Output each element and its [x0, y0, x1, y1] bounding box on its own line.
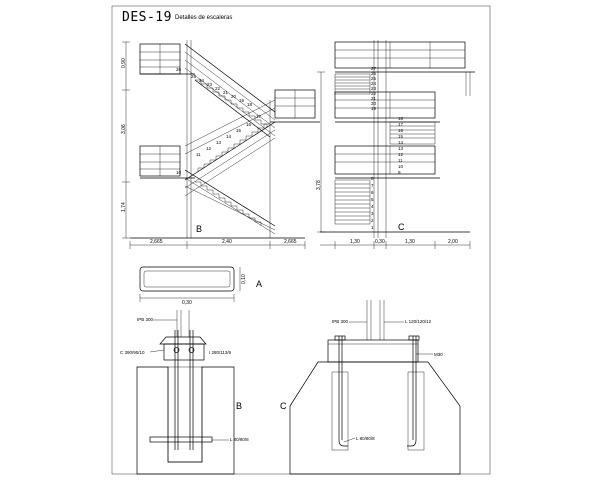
step-number: 19: [371, 106, 377, 111]
step-number: 12: [398, 152, 404, 157]
step-number: 9: [398, 170, 401, 175]
step-number: 25: [371, 76, 377, 81]
step-number: 14: [398, 140, 404, 145]
step-number: 10: [398, 164, 404, 169]
detail-b: IPB 300 C 390/90/10 I 280/113/6 L 80/80/…: [120, 310, 249, 475]
sheet-title: Detalles de escaleras: [175, 15, 233, 21]
step-number: 24: [199, 78, 205, 83]
step-number: 27: [371, 66, 377, 71]
right-elevation: 3,78 1,30 0,30 1,30 2,00 C 27 26 25 24 2…: [316, 40, 475, 249]
left-section-label: B: [196, 224, 202, 234]
step-number: 26: [176, 67, 182, 72]
step-number: 7: [371, 183, 374, 188]
step-number: 8: [371, 176, 374, 181]
detail-b-right-plate: I 280/113/6: [209, 350, 232, 355]
step-number: 18: [398, 116, 404, 121]
step-number: 20: [231, 94, 237, 99]
step-number: 21: [223, 90, 229, 95]
step-number: 12: [206, 146, 212, 151]
profile-a: 0,30 0,10 A: [139, 266, 262, 306]
detail-c: IPB 300 L 120/120/12 M30 L 80/80/8 C: [280, 300, 461, 475]
step-number: 2: [371, 218, 374, 223]
left-vdim-2: 3,06: [121, 124, 127, 134]
left-vdim-3: 1,74: [121, 202, 127, 212]
detail-b-label: B: [236, 401, 242, 411]
step-number: 16: [246, 122, 252, 127]
step-number: 22: [215, 86, 221, 91]
left-vdim-1: 0,90: [121, 58, 127, 68]
step-number: 6: [371, 190, 374, 195]
detail-c-angle-bottom: L 80/80/8: [356, 436, 375, 441]
step-number: 4: [371, 204, 374, 209]
step-number: 20: [371, 101, 377, 106]
step-number: 3: [371, 211, 374, 216]
step-number: 13: [216, 140, 222, 145]
step-number: 5: [371, 197, 374, 202]
step-number: 23: [371, 86, 377, 91]
detail-b-angle: L 80/80/8: [230, 437, 249, 442]
right-hdim-4: 2,00: [448, 239, 458, 245]
step-number: 15: [398, 134, 404, 139]
step-number: 17: [398, 122, 404, 127]
right-step-numbers: 27 26 25 24 23 22 21 20 19 18 17 16 15 1…: [371, 66, 404, 230]
right-section-label: C: [398, 222, 405, 232]
step-number: 22: [371, 91, 377, 96]
detail-c-bolt: M30: [434, 352, 443, 357]
detail-b-left-plate: C 390/90/10: [120, 350, 145, 355]
step-number: 26: [371, 71, 377, 76]
detail-c-label: C: [280, 401, 287, 411]
detail-b-beam: IPB 300: [137, 317, 154, 322]
step-number: 11: [398, 158, 403, 163]
step-number: 13: [398, 146, 404, 151]
profile-a-label: A: [256, 279, 262, 289]
left-hdim-1: 2,665: [150, 239, 163, 245]
step-number: 23: [207, 82, 213, 87]
step-number: 25: [191, 74, 197, 79]
sheet-code: DES-19: [122, 10, 172, 25]
profile-a-width: 0,30: [182, 300, 192, 306]
step-number: 1: [371, 225, 374, 230]
detail-c-angle-top: L 120/120/12: [405, 319, 432, 324]
right-hdim-1: 1,30: [350, 239, 360, 245]
step-number: 21: [371, 96, 377, 101]
right-hdim-3: 1,30: [405, 239, 415, 245]
left-hdim-2: 2,40: [222, 239, 232, 245]
step-number: 17: [256, 114, 262, 119]
step-number: 16: [398, 128, 404, 133]
step-number: 14: [226, 134, 232, 139]
step-number: 15: [236, 128, 242, 133]
step-number: 18: [247, 102, 253, 107]
step-number: 24: [371, 81, 377, 86]
step-number: 11: [196, 152, 201, 157]
sheet-frame: [111, 5, 491, 475]
profile-a-height: 0,10: [241, 274, 247, 284]
left-hdim-3: 2,665: [284, 239, 297, 245]
right-hdim-2: 0,30: [375, 239, 385, 245]
step-number: 10: [176, 170, 182, 175]
right-vdim-1: 3,78: [316, 180, 322, 190]
detail-c-beam: IPB 300: [332, 319, 349, 324]
left-elevation: 0,90 3,06 1,74: [121, 40, 320, 249]
step-number: 19: [239, 98, 245, 103]
